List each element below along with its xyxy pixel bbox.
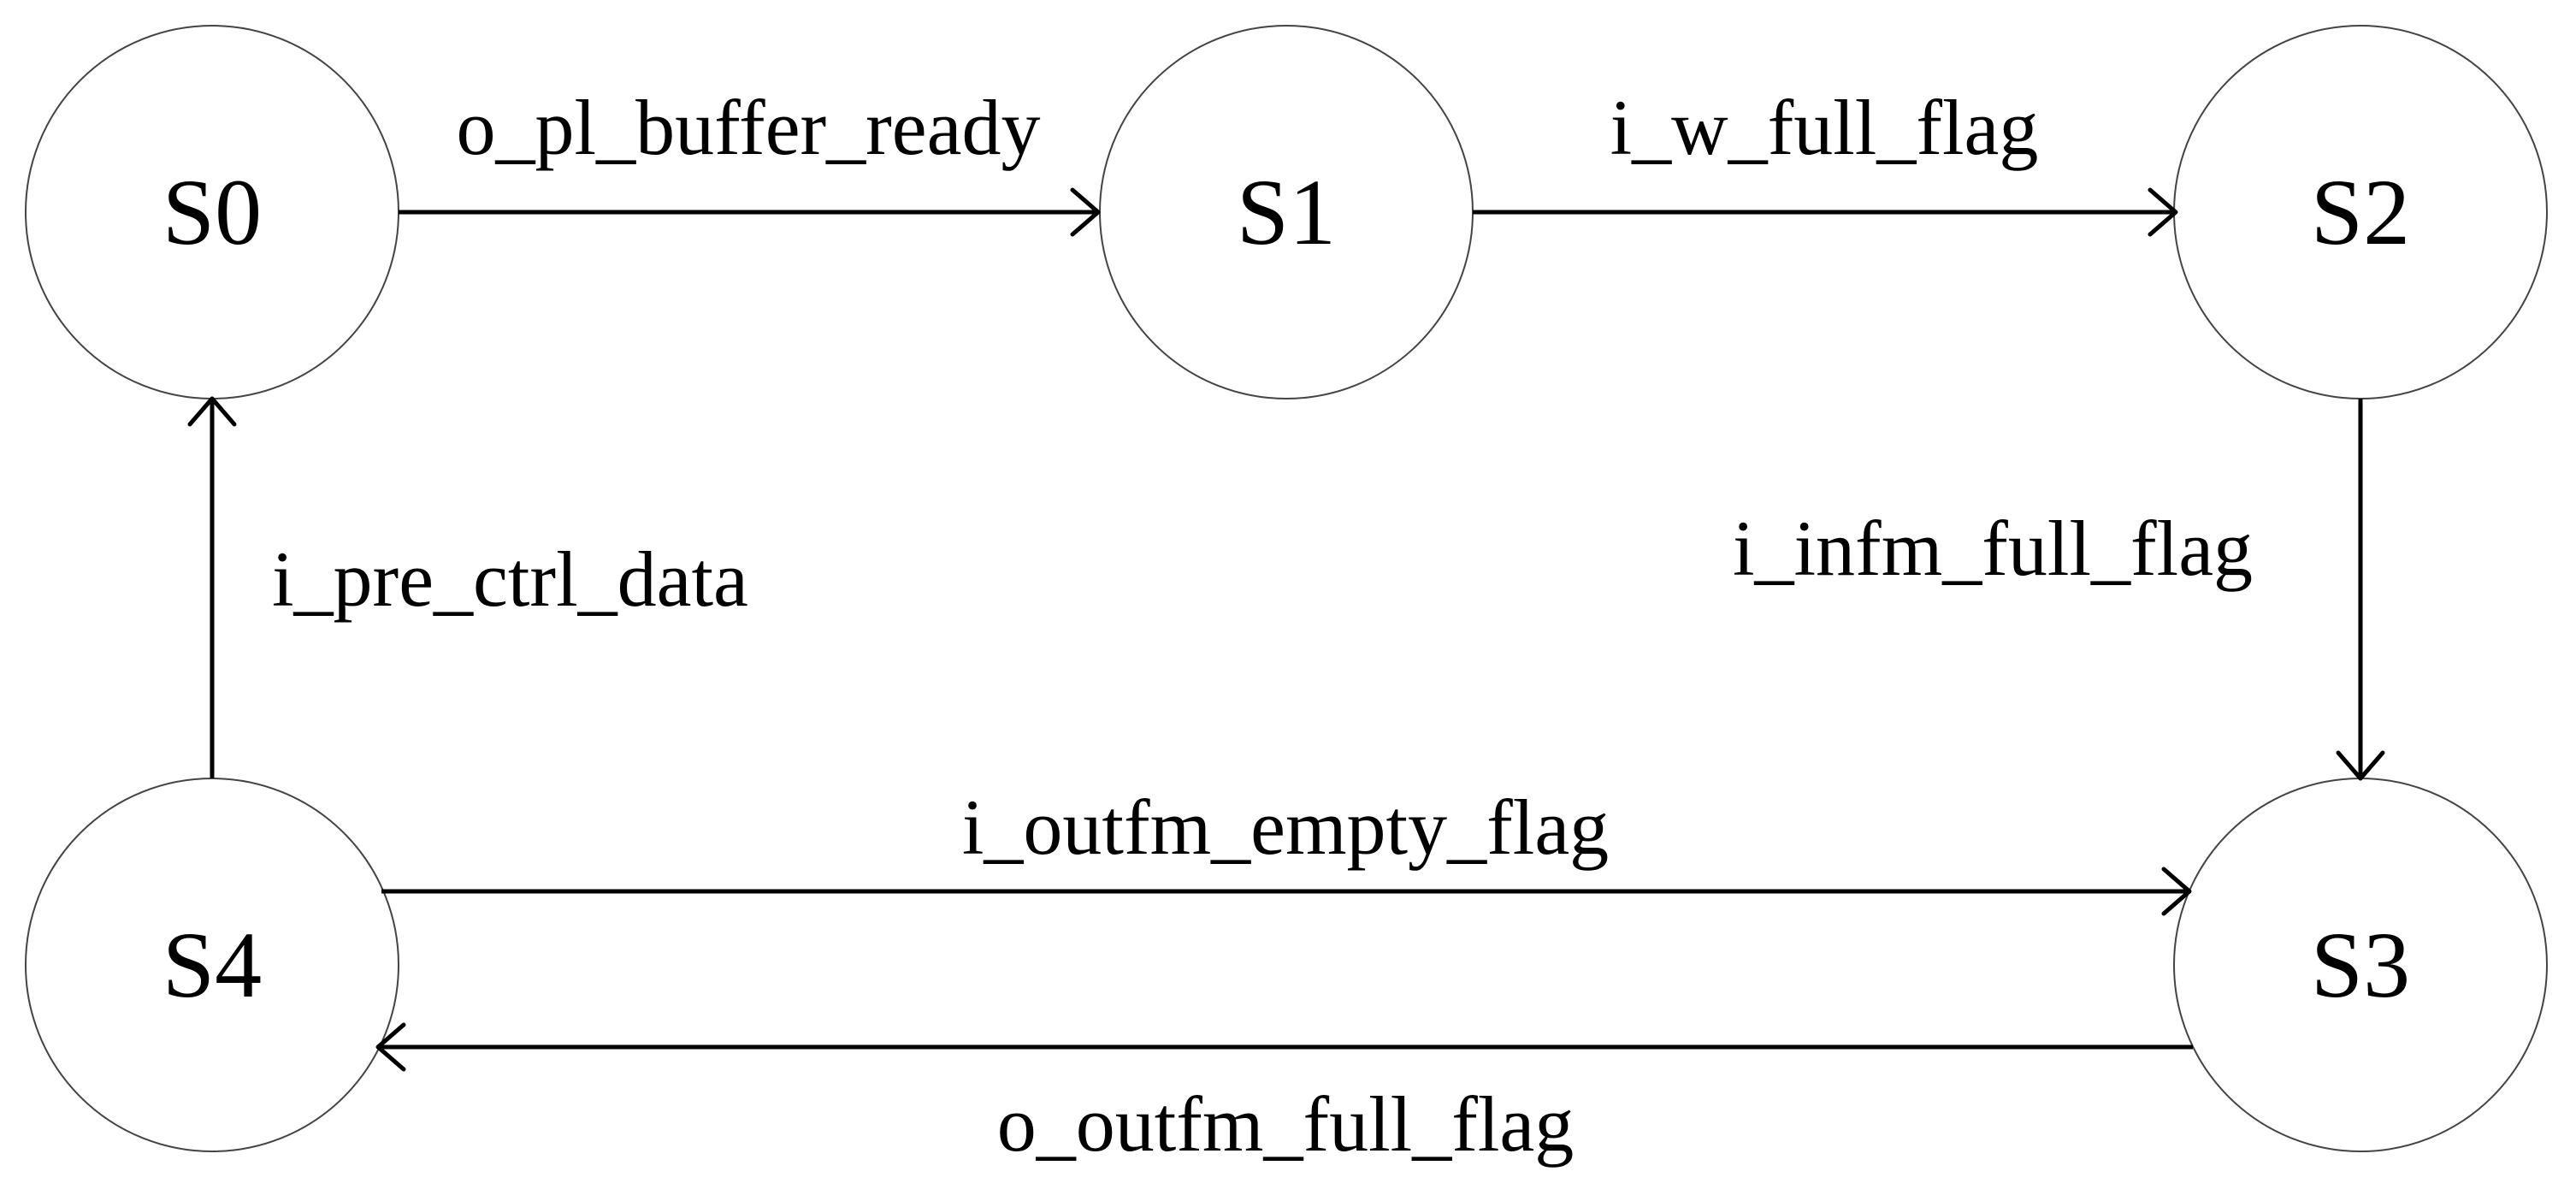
state-s3-label: S3	[2311, 913, 2410, 1017]
state-s4: S4	[25, 778, 399, 1152]
transition-label: i_w_full_flag	[1610, 84, 2039, 171]
arrow-head	[375, 1022, 406, 1072]
state-s0-label: S0	[162, 160, 262, 264]
arrow-head	[2161, 867, 2192, 916]
state-s3: S3	[2173, 778, 2548, 1152]
transition-label: o_pl_buffer_ready	[457, 84, 1041, 171]
state-s2-label: S2	[2311, 160, 2410, 264]
state-s1-label: S1	[1237, 160, 1336, 264]
state-s0: S0	[25, 25, 399, 399]
transition-s3-s4: o_outfm_full_flag	[375, 1022, 2193, 1168]
transition-label: i_infm_full_flag	[1733, 505, 2253, 592]
state-s2: S2	[2173, 25, 2548, 399]
arrow-head	[2148, 187, 2178, 237]
transition-s4-s0: i_pre_ctrl_data	[187, 396, 748, 778]
state-s1: S1	[1099, 25, 1474, 399]
arrow-head	[1070, 187, 1101, 237]
state-s4-label: S4	[162, 913, 262, 1017]
arrow-head	[2336, 750, 2385, 781]
transition-s1-s2: i_w_full_flag	[1473, 84, 2178, 237]
transition-s2-s3: i_infm_full_flag	[1733, 399, 2385, 781]
transition-s0-s1: o_pl_buffer_ready	[399, 84, 1101, 237]
transition-label: i_outfm_empty_flag	[962, 784, 1609, 871]
transition-label: o_outfm_full_flag	[997, 1080, 1575, 1168]
arrow-head	[187, 396, 237, 427]
transition-s4-s3: i_outfm_empty_flag	[381, 784, 2192, 916]
transition-label: i_pre_ctrl_data	[272, 535, 748, 623]
